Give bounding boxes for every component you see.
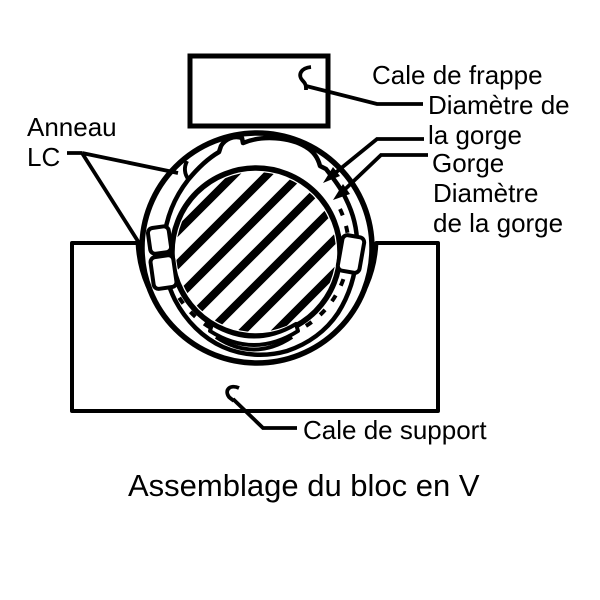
label-gorge: Gorge	[432, 148, 505, 178]
label-anneau: Anneau	[27, 112, 117, 142]
label-de-la-gorge: de la gorge	[433, 208, 564, 238]
label-cale-de-frappe: Cale de frappe	[372, 60, 543, 90]
lc-pointer-tick	[182, 160, 191, 182]
support-leader-line	[231, 397, 297, 430]
ring-lug-left-lower	[148, 253, 179, 291]
ring-lug-left-upper	[145, 224, 174, 256]
groove-leader-line-1	[327, 137, 424, 180]
latch-tab	[208, 322, 300, 347]
gorge-leader-line	[337, 153, 428, 197]
label-cale-de-support: Cale de support	[303, 415, 487, 445]
frappe-leader-line	[305, 84, 423, 106]
groove-arrowhead-1	[323, 167, 340, 183]
label-diametre: Diamètre	[433, 178, 539, 208]
label-lc: LC	[27, 142, 61, 172]
ring-lug-right	[335, 233, 367, 275]
anneau-leader-lines	[67, 151, 179, 248]
label-diametre-de: Diamètre de	[428, 90, 570, 120]
latch-tab-lower-edge	[214, 335, 294, 352]
label-la-gorge: la gorge	[428, 120, 522, 150]
figure-title: Assemblage du bloc en V	[128, 468, 480, 503]
groove-arrowhead-2	[333, 184, 350, 200]
